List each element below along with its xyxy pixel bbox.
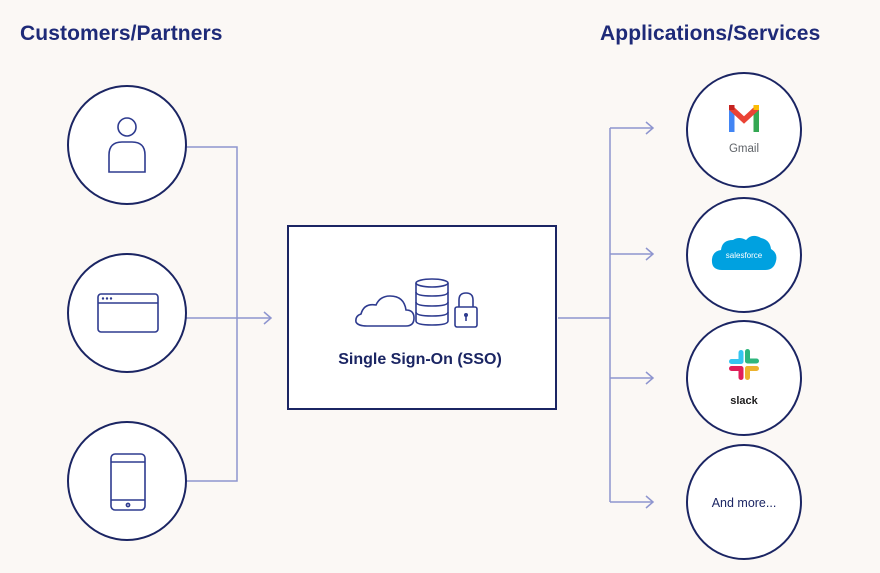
user-icon bbox=[108, 117, 146, 173]
app-gmail-node: Gmail bbox=[686, 72, 802, 188]
client-connectors bbox=[186, 146, 273, 482]
salesforce-logo-icon bbox=[711, 235, 777, 270]
mobile-phone-icon bbox=[110, 453, 146, 511]
app-connectors bbox=[558, 121, 655, 509]
cloud-icon bbox=[355, 295, 415, 327]
lock-icon bbox=[454, 292, 478, 328]
salesforce-label: salesforce bbox=[726, 251, 763, 260]
sso-label: Single Sign-On (SSO) bbox=[338, 351, 502, 368]
database-icon bbox=[415, 278, 449, 326]
gmail-label: Gmail bbox=[729, 143, 759, 155]
gmail-logo-icon bbox=[729, 105, 759, 132]
browser-window-icon bbox=[97, 293, 159, 333]
slack-logo-icon bbox=[729, 349, 759, 380]
slack-label: slack bbox=[730, 395, 758, 407]
app-more-node: And more... bbox=[686, 444, 802, 560]
applications-services-heading: Applications/Services bbox=[600, 22, 821, 45]
app-salesforce-node: salesforce bbox=[686, 197, 802, 313]
client-user-node bbox=[67, 85, 187, 205]
sso-box: Single Sign-On (SSO) bbox=[287, 225, 557, 410]
and-more-label: And more... bbox=[712, 496, 777, 510]
client-mobile-node bbox=[67, 421, 187, 541]
customers-partners-heading: Customers/Partners bbox=[20, 22, 223, 45]
client-browser-node bbox=[67, 253, 187, 373]
app-slack-node: slack bbox=[686, 320, 802, 436]
